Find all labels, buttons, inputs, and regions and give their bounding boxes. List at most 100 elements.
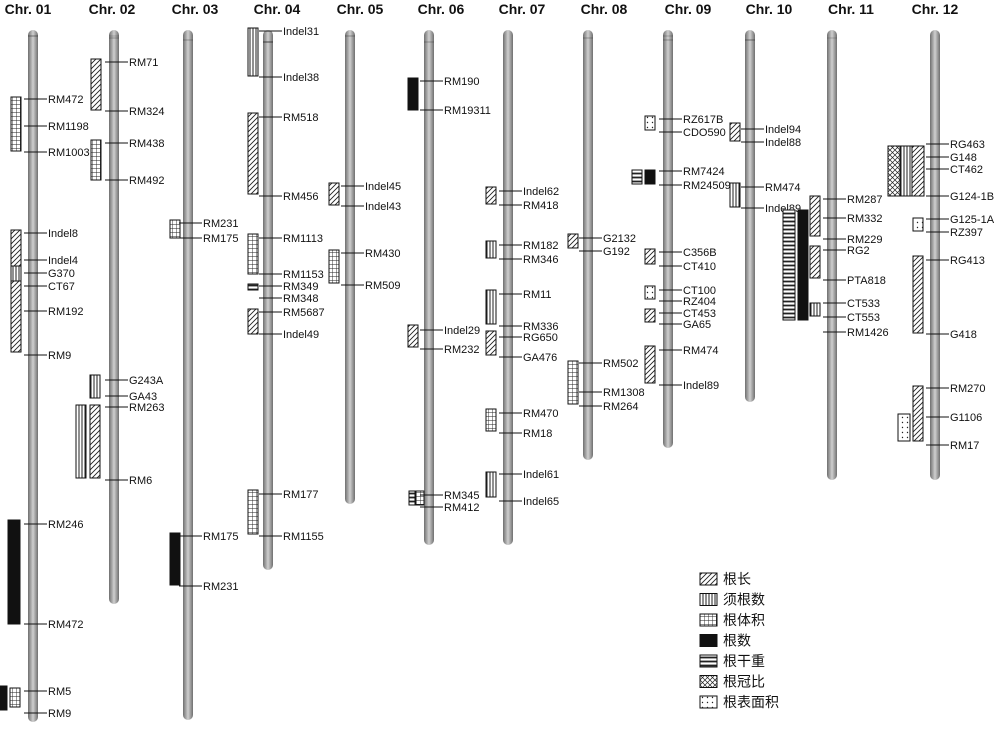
marker-label: RM472 — [48, 619, 83, 631]
marker-label: CT553 — [847, 312, 880, 324]
legend-swatch — [699, 675, 718, 688]
qtl-bar-vert — [729, 182, 741, 208]
marker: RM418 — [499, 200, 558, 212]
qtl-bar-diag — [485, 330, 497, 356]
legend-swatch — [699, 654, 718, 668]
qtl-bar-diag — [912, 255, 924, 334]
marker-label: RM345 — [444, 490, 479, 502]
marker: Indel49 — [259, 329, 319, 341]
marker: RM1155 — [259, 531, 324, 543]
marker-label: Indel31 — [283, 26, 319, 38]
marker: RM19311 — [420, 105, 491, 117]
qtl-bar-vert — [485, 240, 497, 259]
marker-label: RM182 — [523, 240, 558, 252]
marker-label: RM472 — [48, 94, 83, 106]
marker: RM246 — [24, 519, 83, 531]
chromosome-body — [583, 30, 593, 460]
chromosome-bands — [663, 35, 673, 41]
marker: RM474 — [741, 182, 800, 194]
marker: G2132 — [579, 233, 636, 245]
qtl-bar-grid — [247, 489, 259, 535]
marker-label: RM7424 — [683, 166, 725, 178]
marker-label: GA43 — [129, 391, 157, 403]
qtl-bar-diag — [10, 229, 22, 353]
marker-label: RZ397 — [950, 227, 983, 239]
marker: RM24509 — [659, 180, 731, 192]
marker-label: RM190 — [444, 76, 479, 88]
marker: Indel62 — [499, 186, 559, 198]
marker: RM518 — [259, 112, 318, 124]
qtl-bar-diag — [247, 308, 259, 335]
marker: RM349 — [259, 281, 318, 293]
chromosome-title: Chr. 01 — [5, 1, 52, 17]
marker-label: G2132 — [603, 233, 636, 245]
marker-label: RM1198 — [48, 121, 89, 133]
marker-label: RM336 — [523, 321, 558, 333]
marker-label: CT453 — [683, 308, 716, 320]
marker: RM1153 — [259, 269, 324, 281]
marker: RZ404 — [659, 296, 716, 308]
qtl-bar-diag — [644, 248, 656, 265]
marker: CT67 — [24, 281, 75, 293]
marker: RM345 — [420, 490, 479, 502]
marker: RM11 — [499, 289, 552, 301]
marker-label: RG650 — [523, 332, 558, 344]
marker: Indel43 — [341, 201, 401, 213]
chromosome-title: Chr. 12 — [912, 1, 959, 17]
marker: Indel29 — [420, 325, 480, 337]
legend-label: 根数 — [723, 633, 751, 649]
marker: G125-1A — [926, 214, 995, 226]
qtl-bar-grid — [247, 233, 259, 275]
marker-label: RM332 — [847, 213, 882, 225]
qtl-bar-grid — [567, 360, 579, 405]
qtl-bar-vert — [10, 265, 22, 282]
marker-label: RM9 — [48, 350, 71, 362]
marker-label: Indel88 — [765, 137, 801, 149]
marker-label: RM177 — [283, 489, 318, 501]
chromosome-6: Chr. 06RM190RM19311Indel29RM232RM345RM41… — [407, 1, 491, 545]
qtl-bar-diag — [644, 345, 656, 384]
chromosome-title: Chr. 02 — [89, 1, 136, 17]
legend-item: 根表面积 — [699, 694, 779, 710]
qtl-bar-vert — [75, 404, 87, 479]
marker: RM5687 — [259, 307, 325, 319]
legend-swatch — [699, 572, 718, 586]
qtl-bar-grid — [9, 687, 21, 708]
marker-label: G192 — [603, 246, 630, 258]
qtl-bar-diag — [912, 385, 924, 442]
marker: RM1198 — [24, 121, 89, 133]
chromosome-4: Chr. 04Indel31Indel38RM518RM456RM1113RM1… — [247, 1, 325, 570]
chromosome-body — [28, 30, 38, 722]
marker-label: CT67 — [48, 281, 75, 293]
marker-label: RM264 — [603, 401, 638, 413]
marker: Indel61 — [499, 469, 559, 481]
marker-label: RM24509 — [683, 180, 731, 192]
marker-label: RM1426 — [847, 327, 889, 339]
chromosome-body — [183, 30, 193, 720]
marker-label: RM456 — [283, 191, 318, 203]
qtl-bar-grid — [415, 490, 425, 506]
marker: RM430 — [341, 248, 400, 260]
qtl-bar-vert — [485, 471, 497, 498]
qtl-bar-band — [247, 283, 259, 291]
qtl-bar-cross — [887, 145, 901, 197]
chromosome-title: Chr. 10 — [746, 1, 793, 17]
chromosome-12: Chr. 12RG463G148CT462G124-1BG125-1ARZ397… — [887, 1, 995, 480]
marker: RM287 — [823, 194, 882, 206]
qtl-bar-diag — [644, 308, 656, 323]
marker-label: RM19311 — [444, 105, 491, 117]
marker: RM332 — [823, 213, 882, 225]
marker: RM502 — [579, 358, 638, 370]
marker: RM175 — [179, 233, 238, 245]
marker: RM190 — [420, 76, 479, 88]
legend-item: 根体积 — [699, 612, 765, 628]
marker-label: RM1153 — [283, 269, 324, 281]
marker: RM412 — [420, 502, 479, 514]
chromosome-body — [503, 30, 513, 545]
qtl-bar-vert — [809, 302, 821, 317]
legend-swatch — [699, 634, 718, 647]
marker-label: RM1003 — [48, 147, 90, 159]
marker: RM472 — [24, 94, 83, 106]
marker-label: Indel29 — [444, 325, 480, 337]
qtl-bar-diag — [247, 112, 259, 195]
